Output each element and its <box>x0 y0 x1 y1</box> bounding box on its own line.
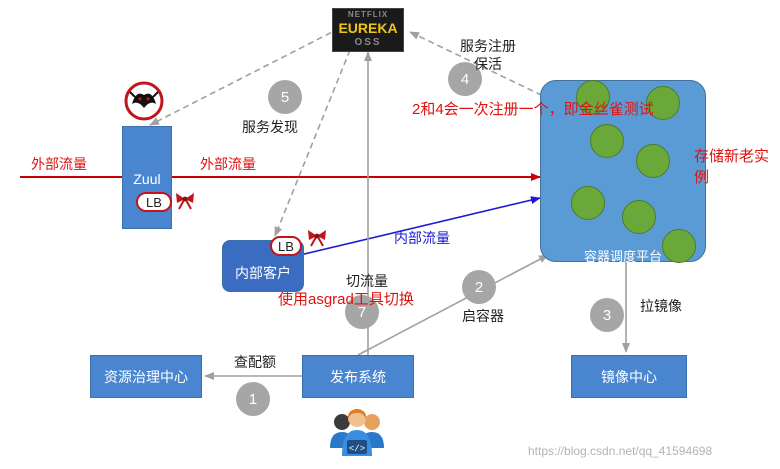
container-instance <box>646 86 680 120</box>
step-number: 7 <box>357 303 367 321</box>
step-3-circle: 3 <box>590 298 624 332</box>
asgard-note: 使用asgrad工具切换 <box>278 291 414 308</box>
container-instance <box>571 186 605 220</box>
step-7-circle: 7 <box>345 295 379 329</box>
step-number: 3 <box>602 306 612 324</box>
internal-traffic-arrow <box>299 196 541 256</box>
container-instance <box>636 144 670 178</box>
release-system-box[interactable]: 发布系统 <box>302 355 414 398</box>
svg-text:</>: </> <box>349 444 365 454</box>
external-traffic-left-label: 外部流量 <box>31 156 87 172</box>
step-2-circle: 2 <box>462 270 496 304</box>
step-number: 4 <box>460 70 470 88</box>
container-instance <box>576 80 610 114</box>
container-instance <box>590 124 624 158</box>
step-4-circle: 4 <box>448 62 482 96</box>
image-center-label: 镜像中心 <box>601 368 657 385</box>
image-center-box[interactable]: 镜像中心 <box>571 355 687 398</box>
step-number: 5 <box>280 88 290 106</box>
resource-center-box[interactable]: 资源治理中心 <box>90 355 202 398</box>
client-lb-label: LB <box>278 238 294 254</box>
eureka-logo-text: EUREKA <box>338 20 398 36</box>
pull-image-label: 拉镜像 <box>640 298 682 314</box>
discovery-arrow-zuul <box>149 27 341 126</box>
service-register-label-line2: 保活 <box>474 56 502 72</box>
canary-note: 2和4会一次注册一个，即金丝雀测试 <box>412 101 654 118</box>
register-arrow <box>409 31 561 105</box>
container-platform-label: 容器调度平台 <box>583 249 662 264</box>
ribbon-bow-icon <box>308 230 326 247</box>
check-quota-label: 查配额 <box>234 354 276 370</box>
step-number: 1 <box>248 390 258 408</box>
external-traffic-right-label: 外部流量 <box>200 156 256 172</box>
start-container-label: 启容器 <box>462 308 504 324</box>
zuul-label: Zuul <box>133 171 161 187</box>
zuul-monster-icon <box>124 81 164 121</box>
resource-center-label: 资源治理中心 <box>104 368 188 385</box>
developers-team-icon: </> <box>330 409 384 456</box>
step-1-circle: 1 <box>236 382 270 416</box>
start-container-arrow <box>357 254 549 356</box>
zuul-lb-label: LB <box>146 194 162 210</box>
zuul-gateway-box[interactable]: Zuul <box>122 126 172 229</box>
netflix-eureka-logo: NETFLIX EUREKA OSS <box>332 8 404 52</box>
internal-traffic-label: 内部流量 <box>394 230 450 246</box>
zuul-lb-badge: LB <box>136 192 172 212</box>
new-old-instance-note-line1: 存储新老实 <box>694 148 770 165</box>
new-old-instance-note-line2: 例 <box>694 169 710 186</box>
ribbon-bow-icon <box>176 193 194 210</box>
discovery-arrow-client <box>274 49 351 237</box>
step-5-circle: 5 <box>268 80 302 114</box>
switch-traffic-label: 切流量 <box>346 273 388 289</box>
container-instance <box>662 229 696 263</box>
eureka-logo-bottom-text: OSS <box>354 37 382 48</box>
service-discovery-label: 服务发现 <box>242 119 298 135</box>
release-system-label: 发布系统 <box>330 368 386 385</box>
service-register-label-line1: 服务注册 <box>460 38 516 54</box>
eureka-logo-top-text: NETFLIX <box>347 10 389 19</box>
container-instance <box>622 200 656 234</box>
watermark: https://blog.csdn.net/qq_41594698 <box>528 444 713 458</box>
internal-client-label: 内部客户 <box>235 265 291 281</box>
step-number: 2 <box>474 278 484 296</box>
client-lb-badge: LB <box>270 236 302 256</box>
